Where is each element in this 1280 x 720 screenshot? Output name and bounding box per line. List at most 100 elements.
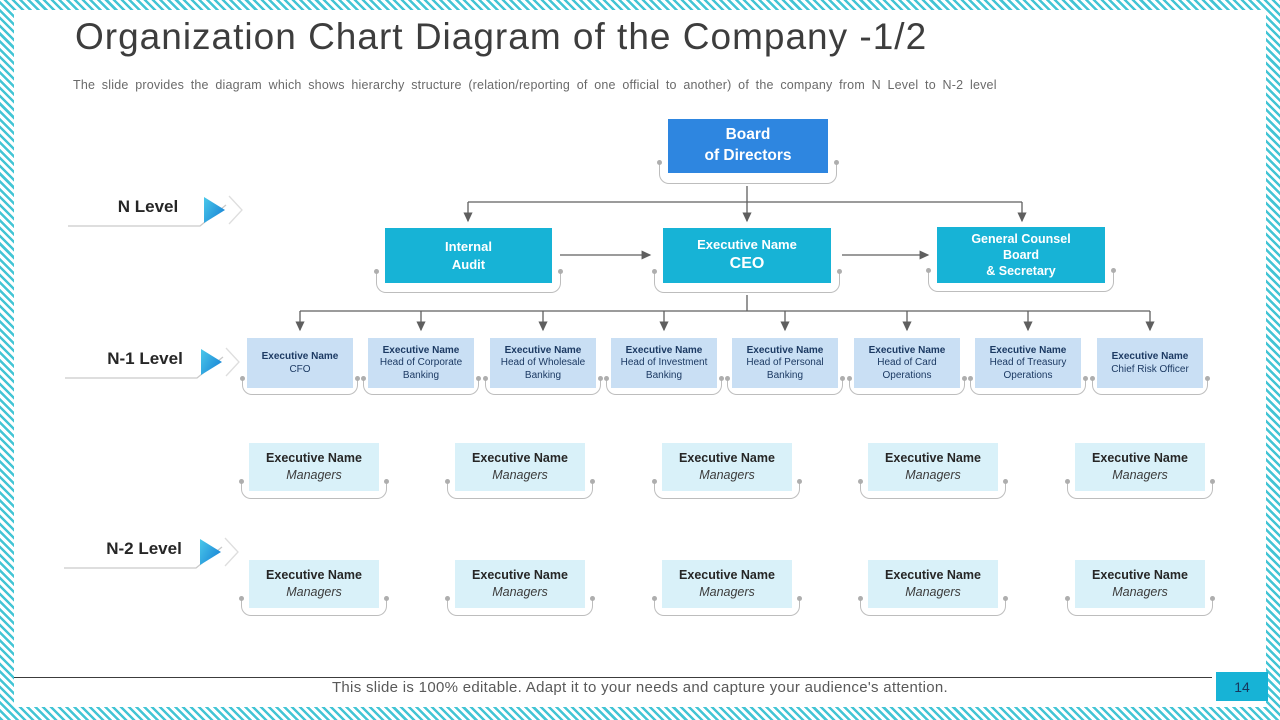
bracket-decoration <box>926 268 1116 292</box>
node-name: Executive Name <box>504 344 582 356</box>
node-role: Head of Wholesale Banking <box>500 357 586 381</box>
level-arrow-icon <box>64 537 239 569</box>
org-node-manager-r1-2: Executive Name Managers <box>662 443 792 491</box>
org-node-manager-r2-2: Executive Name Managers <box>662 560 792 608</box>
node-role: Managers <box>905 468 961 482</box>
node-name: Executive Name <box>1092 451 1188 466</box>
org-node-manager-r1-3: Executive Name Managers <box>868 443 998 491</box>
bracket-decoration <box>725 376 845 395</box>
bracket-decoration <box>239 596 389 616</box>
node-role: Managers <box>1112 585 1168 599</box>
bracket-decoration <box>968 376 1088 395</box>
bracket-decoration <box>374 269 563 293</box>
node-role: Head of Card Operations <box>877 357 937 381</box>
org-node-n1-personal-banking: Executive Name Head of Personal Banking <box>732 338 838 388</box>
bracket-decoration <box>445 479 595 499</box>
org-node-n1-investment-banking: Executive Name Head of Investment Bankin… <box>611 338 717 388</box>
bracket-decoration <box>652 269 842 293</box>
org-node-manager-r1-4: Executive Name Managers <box>1075 443 1205 491</box>
node-name: Executive Name <box>472 451 568 466</box>
node-line: General Counsel <box>971 231 1071 246</box>
node-line: Board <box>725 126 771 144</box>
node-name: Executive Name <box>1092 568 1188 583</box>
bracket-decoration <box>483 376 603 395</box>
org-node-internal-audit: Internal Audit <box>385 228 552 283</box>
bracket-decoration <box>1065 479 1215 499</box>
footer-note: This slide is 100% editable. Adapt it to… <box>331 679 949 696</box>
node-line: Internal <box>445 238 492 254</box>
node-role: Head of Investment Banking <box>620 357 708 381</box>
org-node-n1-corporate-banking: Executive Name Head of Corporate Banking <box>368 338 474 388</box>
node-line: Board <box>1002 247 1040 262</box>
org-node-manager-r1-0: Executive Name Managers <box>249 443 379 491</box>
node-name: Executive Name <box>746 344 824 356</box>
bracket-decoration <box>604 376 724 395</box>
org-node-n1-card-operations: Executive Name Head of Card Operations <box>854 338 960 388</box>
bracket-decoration <box>858 479 1008 499</box>
node-role: Managers <box>699 468 755 482</box>
org-node-manager-r2-3: Executive Name Managers <box>868 560 998 608</box>
node-name: Executive Name <box>885 568 981 583</box>
org-node-ceo: Executive Name CEO <box>663 228 831 283</box>
org-node-n1-cfo: Executive Name CFO <box>247 338 353 388</box>
node-name: Executive Name <box>625 344 703 356</box>
node-name: Executive Name <box>266 451 362 466</box>
bracket-decoration <box>847 376 967 395</box>
bracket-decoration <box>445 596 595 616</box>
level-label-text: N Level <box>117 197 179 216</box>
bracket-decoration <box>858 596 1008 616</box>
node-line: & Secretary <box>986 264 1056 279</box>
org-node-general-counsel: General Counsel Board & Secretary <box>937 227 1105 283</box>
node-line: of Directors <box>704 147 792 164</box>
page-subtitle: The slide provides the diagram which sho… <box>73 78 997 92</box>
node-role: Managers <box>286 585 342 599</box>
node-name: Executive Name <box>266 568 362 583</box>
org-node-manager-r1-1: Executive Name Managers <box>455 443 585 491</box>
level-arrow-icon <box>65 347 240 379</box>
node-role: Managers <box>699 585 755 599</box>
node-role: Managers <box>286 468 342 482</box>
page-title: Organization Chart Diagram of the Compan… <box>75 16 928 57</box>
node-name: Executive Name <box>989 344 1067 356</box>
node-name: Executive Name <box>868 344 946 356</box>
node-name: Executive Name <box>679 451 775 466</box>
level-label-text: N-2 Level <box>106 539 182 558</box>
node-name: Executive Name <box>1111 351 1189 362</box>
node-role: Chief Risk Officer <box>1111 363 1189 375</box>
node-role: Head of Corporate Banking <box>379 357 463 381</box>
level-arrow-icon <box>68 195 243 227</box>
org-node-n1-wholesale-banking: Executive Name Head of Wholesale Banking <box>490 338 596 388</box>
node-name: Executive Name <box>261 351 339 362</box>
bracket-decoration <box>652 596 802 616</box>
org-node-manager-r2-1: Executive Name Managers <box>455 560 585 608</box>
bracket-decoration <box>652 479 802 499</box>
node-name: Executive Name <box>885 451 981 466</box>
bracket-decoration <box>1090 376 1210 395</box>
node-role: Head of Personal Banking <box>746 357 824 381</box>
org-node-n1-treasury-operations: Executive Name Head of Treasury Operatio… <box>975 338 1081 388</box>
level-label-n1: N-1 Level <box>65 342 241 384</box>
node-name: Executive Name <box>679 568 775 583</box>
page-number-badge: 14 <box>1216 672 1268 701</box>
node-role: Managers <box>905 585 961 599</box>
node-role: CFO <box>289 363 311 375</box>
org-node-board: Board of Directors <box>668 119 828 173</box>
node-name: Executive Name <box>382 344 460 356</box>
node-role: Managers <box>492 468 548 482</box>
node-role: Head of Treasury Operations <box>989 357 1067 381</box>
bracket-decoration <box>239 479 389 499</box>
node-role: Managers <box>492 585 548 599</box>
footer-divider <box>14 677 1212 678</box>
node-role: Managers <box>1112 468 1168 482</box>
org-node-n1-chief-risk-officer: Executive Name Chief Risk Officer <box>1097 338 1203 388</box>
level-label-n: N Level <box>68 190 244 232</box>
bracket-decoration <box>240 376 360 395</box>
node-line: Audit <box>451 256 486 272</box>
node-name: Executive Name <box>472 568 568 583</box>
bracket-decoration <box>361 376 481 395</box>
level-label-text: N-1 Level <box>107 349 183 368</box>
node-line: CEO <box>729 255 765 273</box>
bracket-decoration <box>657 160 839 184</box>
